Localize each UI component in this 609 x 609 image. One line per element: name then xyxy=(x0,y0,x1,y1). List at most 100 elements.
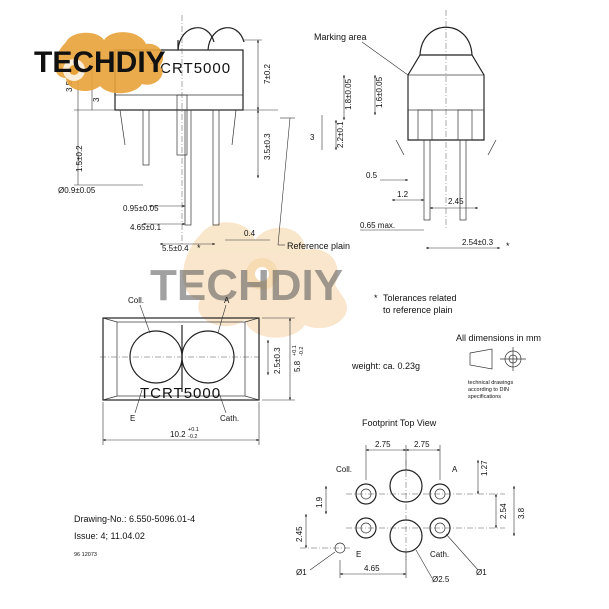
top-part-marking: TCRT5000 xyxy=(140,385,221,402)
lead-2 xyxy=(184,109,192,226)
top-cloud-logo xyxy=(54,32,164,94)
dim-5-8-tol-lower: -0.2 xyxy=(299,347,305,356)
tech-note-3: specifications xyxy=(468,394,501,400)
end-foot-left xyxy=(395,139,405,156)
center-watermark-text: TECHDIY xyxy=(150,261,343,310)
corner-tr xyxy=(244,317,260,323)
lead-3 xyxy=(212,109,220,226)
dim-1-2: 1.2 xyxy=(397,190,409,199)
cath-leader xyxy=(217,389,227,414)
fp-leader-phi1b xyxy=(445,533,479,571)
dim-1-6: 1.6±0.05 xyxy=(375,76,384,108)
end-lead-2 xyxy=(459,139,467,221)
fp-dim-phi2-5: Ø2.5 xyxy=(432,575,450,584)
dim-3-end: 3 xyxy=(310,133,315,142)
tolerance-note-2: to reference plain xyxy=(383,305,453,315)
drawing-info: Drawing-No.: 6.550-5096.01-4 Issue: 4; 1… xyxy=(74,514,195,558)
fp-e-label: E xyxy=(356,550,361,559)
dim-2-54-star: * xyxy=(506,241,510,251)
dim-pin-dia: Ø0.9±0.05 xyxy=(58,186,96,195)
dim-1-5: 1.5±0.2 xyxy=(75,145,84,172)
top-e-label: E xyxy=(130,414,135,423)
end-dome xyxy=(419,26,473,56)
side-part-marking: TCRT5000 xyxy=(150,60,231,77)
dim-2-2: 2.2±0.1 xyxy=(336,121,345,148)
gear-icon xyxy=(246,258,278,290)
fp-dim-3-8: 3.8 xyxy=(517,507,526,519)
coll-leader xyxy=(139,304,151,334)
dim-5-8-tol-upper: +0.1 xyxy=(292,345,298,356)
pad-center-bottom xyxy=(389,519,423,553)
top-inner xyxy=(116,321,246,397)
dim-10-2: 10.2 xyxy=(170,430,186,439)
tech-note-2: according to DIN xyxy=(468,387,509,393)
end-lead-1 xyxy=(423,139,431,221)
dim-2-5: 2.5±0.3 xyxy=(273,347,282,374)
drawing-number: Drawing-No.: 6.550-5096.01-4 xyxy=(74,514,195,524)
lead-bend xyxy=(119,109,126,146)
marking-area-leader xyxy=(361,41,409,76)
fp-cath-label: Cath. xyxy=(430,550,449,559)
top-cath-label: Cath. xyxy=(220,414,239,423)
gear-hole xyxy=(255,267,269,281)
corner-bl xyxy=(102,395,118,401)
center-watermark xyxy=(183,222,347,338)
end-view: Marking area 1.8±0.05 1.6±0.05 2.2±0.1 3… xyxy=(310,10,510,251)
lead-bend-2 xyxy=(231,109,237,146)
fp-dim-phi1b: Ø1 xyxy=(476,568,487,577)
fp-dim-2-75b: 2.75 xyxy=(414,440,430,449)
fp-dim-2-75a: 2.75 xyxy=(375,440,391,449)
dim-3-5b: 3.5±0.3 xyxy=(263,133,272,160)
fp-leader-phi1a xyxy=(309,551,336,571)
end-foot-right xyxy=(487,139,497,156)
top-watermark-text: TECHDIY xyxy=(34,46,166,79)
dim-1-8: 1.8±0.05 xyxy=(344,78,353,110)
top-outline xyxy=(102,317,260,401)
marking-area-label: Marking area xyxy=(314,32,367,42)
detector-dome xyxy=(207,27,245,51)
all-dims-note: All dimensions in mm xyxy=(456,333,541,343)
issue-info: Issue: 4; 11.04.02 xyxy=(74,531,145,541)
top-coll-label: Coll. xyxy=(128,296,144,305)
a-leader xyxy=(217,304,227,334)
weight-note: weight: ca. 0.23g xyxy=(351,361,420,371)
fp-dim-1-9: 1.9 xyxy=(315,496,324,508)
top-gear-hole xyxy=(69,65,79,75)
ref-plain-leader xyxy=(277,117,291,246)
corner-br xyxy=(244,395,260,401)
fp-a-label: A xyxy=(452,465,458,474)
tolerance-note-1: Tolerances related xyxy=(383,293,457,303)
fp-dim-phi1a: Ø1 xyxy=(296,568,307,577)
fp-dim-2-54: 2.54 xyxy=(499,503,508,519)
footprint-title: Footprint Top View xyxy=(362,418,437,428)
dim-5-8: 5.8 xyxy=(293,360,302,372)
tolerance-star: * xyxy=(374,293,378,303)
dim-4-65: 4.65±0.1 xyxy=(130,223,162,232)
fp-dim-2-45: 2.45 xyxy=(295,526,304,542)
footprint-view: Footprint Top View 2.75 2.75 Coll. A 1.2… xyxy=(295,418,526,584)
dim-7: 7±0.2 xyxy=(263,63,272,84)
notes: * Tolerances related to reference plain … xyxy=(351,293,541,400)
corner-tl xyxy=(102,317,118,323)
dim-2-54: 2.54±0.3 xyxy=(462,238,494,247)
dim-3: 3 xyxy=(92,97,101,102)
top-a-label: A xyxy=(224,296,230,305)
reference-plain-label: Reference plain xyxy=(287,241,350,251)
projection-cone-icon xyxy=(469,348,493,370)
fp-dim-1-27: 1.27 xyxy=(480,460,489,476)
dim-0-65: 0.65 max. xyxy=(360,221,395,230)
dim-0-4: 0.4 xyxy=(244,229,256,238)
top-watermark: TECHDIY xyxy=(34,32,166,94)
fp-leader-phi25 xyxy=(415,549,433,579)
end-inner-left xyxy=(417,109,433,141)
dim-0-95: 0.95±0.05 xyxy=(123,204,159,213)
lead-1 xyxy=(142,109,150,166)
dim-5-5-star: * xyxy=(197,243,201,253)
dim-2-45: 2.45 xyxy=(448,197,464,206)
small-code: 96 12073 xyxy=(74,552,97,558)
dim-10-2-tol-lower: -0.2 xyxy=(188,434,197,440)
e-leader xyxy=(134,389,143,414)
cloud-logo-shape xyxy=(183,222,347,338)
dim-0-5: 0.5 xyxy=(366,171,378,180)
